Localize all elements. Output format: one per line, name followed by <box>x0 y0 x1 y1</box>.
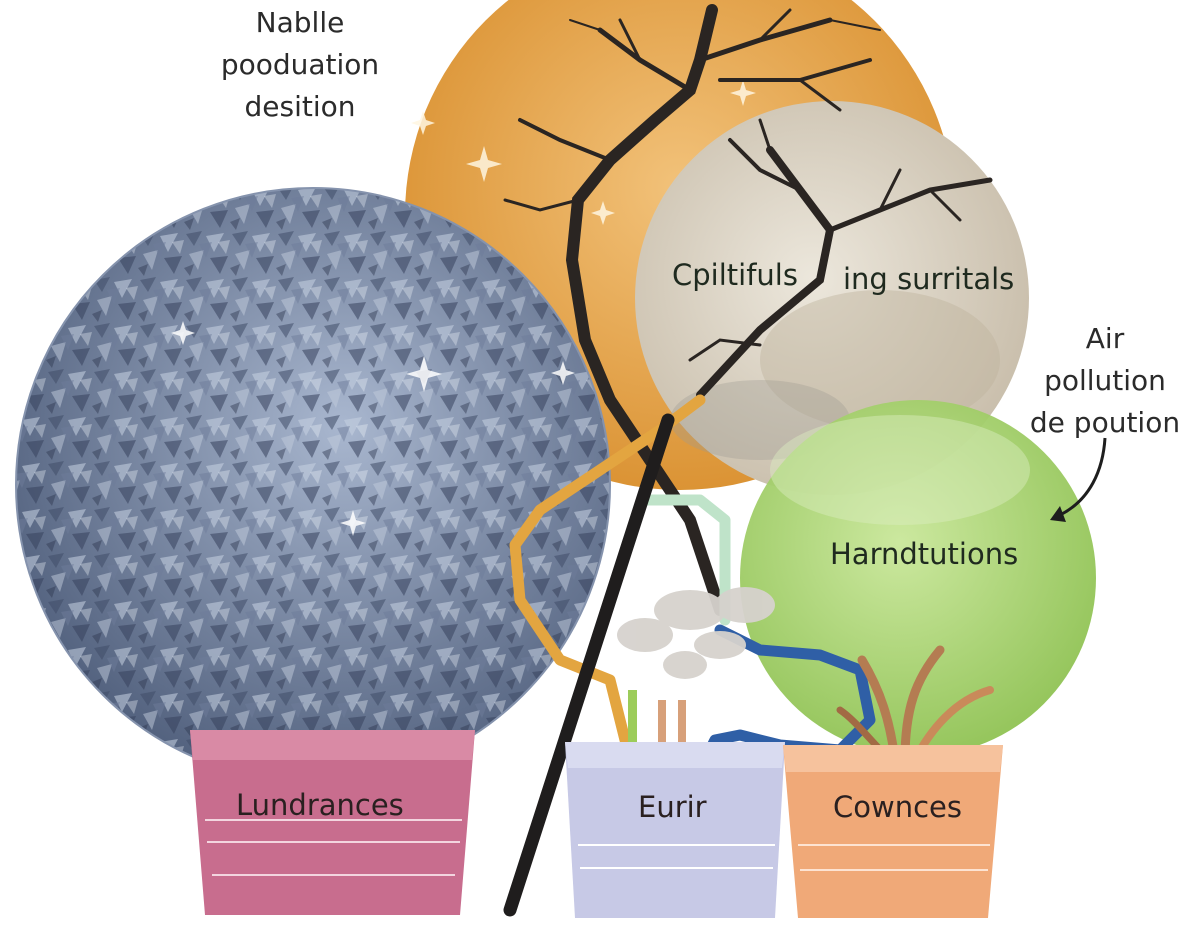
chimneys <box>628 690 686 745</box>
pipes <box>509 394 876 766</box>
beige-circle-label-left: Cpiltifuls <box>672 258 798 292</box>
pot-middle-label: Eurir <box>638 790 707 824</box>
black-pole <box>503 413 675 917</box>
blue-pipe <box>699 624 876 766</box>
top-left-label: Nablle pooduation desition <box>205 2 395 128</box>
right-label: Air pollution de poution <box>1020 318 1190 444</box>
pot-right <box>783 745 1003 918</box>
beige-circle-label-right: ing surritals <box>843 262 1015 296</box>
beige-circle <box>635 101 1029 495</box>
curved-arrow-icon <box>1050 437 1107 522</box>
pot-right-label: Cownces <box>833 790 962 824</box>
pot-middle <box>565 742 785 918</box>
pot-left <box>190 730 475 915</box>
green-circle <box>740 400 1096 756</box>
top-left-label-line: Nablle <box>255 6 345 39</box>
orange-pipe <box>509 394 706 746</box>
shard-circle <box>15 187 611 783</box>
smoke-clouds <box>617 587 775 679</box>
mint-pipe <box>639 494 731 626</box>
top-left-label-line: pooduation <box>220 48 380 81</box>
sparkle-icons <box>171 321 575 536</box>
top-left-label-line: desition <box>244 90 356 123</box>
right-label-line: de poution <box>1029 406 1181 439</box>
right-label-line: pollution <box>1044 364 1166 397</box>
right-label-line: Air <box>1085 322 1125 355</box>
pot-left-label: Lundrances <box>236 788 404 822</box>
green-circle-label: Harndtutions <box>830 537 1019 571</box>
